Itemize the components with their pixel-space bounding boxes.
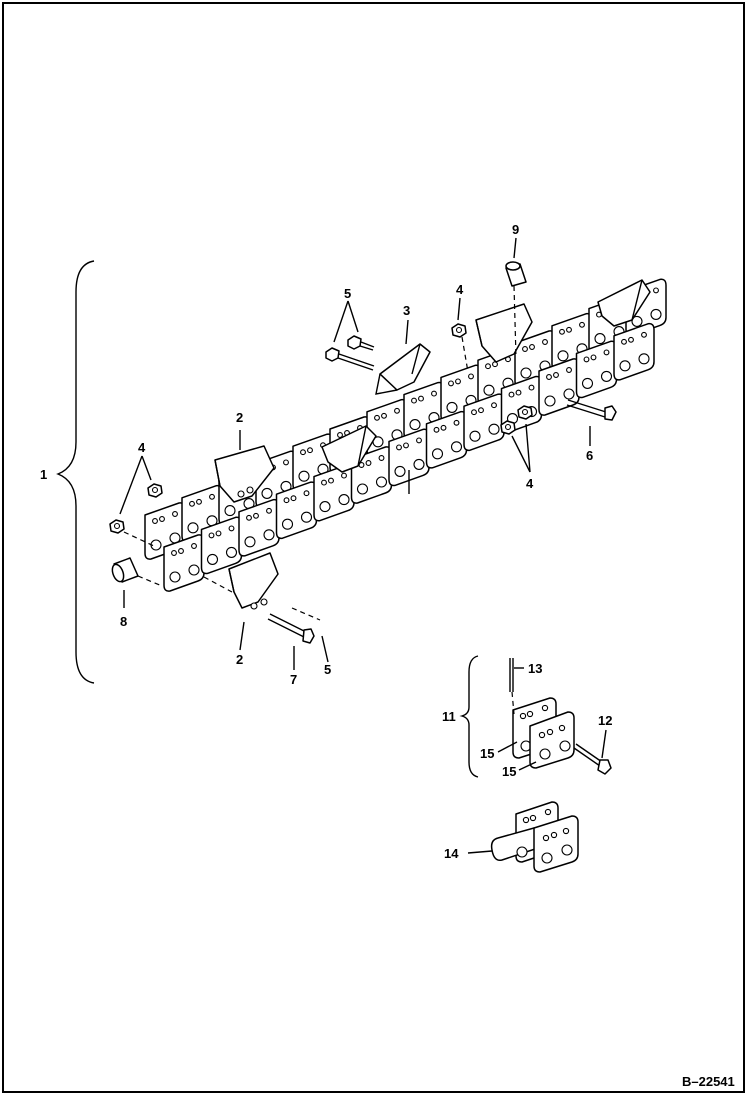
chain-front-plate [163,534,205,592]
callout-3: 3 [403,303,410,318]
chain-front-plate [538,358,580,416]
bolt-6 [566,399,617,421]
chain-front-plate [200,516,243,575]
chain-front-plate [313,463,355,522]
chain-front-row [163,322,655,592]
bolt-5-a [325,347,375,371]
callout-4-left: 4 [138,440,146,455]
callout-4-right: 4 [526,476,534,491]
callout-11: 11 [442,709,456,724]
chain-front-plate [500,375,543,434]
callout-4-top: 4 [456,282,464,297]
callout-12: 12 [598,713,612,728]
callout-9: 9 [512,222,519,237]
nut-4-e [500,420,516,435]
callout-1: 1 [40,467,47,482]
chain-front-plate [388,428,430,487]
bushing-8 [111,557,139,583]
chain-front-plate [275,481,318,540]
chain-back-row [144,278,667,560]
assembly-brace [56,260,95,684]
tooth-lower-2 [228,552,279,610]
nut-4-d [517,405,533,420]
connector-link-11 [509,658,612,775]
callout-5-lower: 5 [324,662,331,677]
reference-number: B–22541 [682,1074,735,1089]
callout-6: 6 [586,448,593,463]
callout-15-a: 15 [480,746,494,761]
bolt-7 [267,613,315,644]
tooth-right-upper [475,303,533,363]
callout-2-lower: 2 [236,652,243,667]
nut-4-c [451,323,467,338]
bolt-5-b [347,335,375,351]
chain-front-plate [425,410,468,469]
chain-front-plate [238,498,280,557]
tooth-3 [375,343,431,395]
callout-2-upper: 2 [236,410,243,425]
chain-front-plate [463,393,505,452]
tooth-far-right [597,279,651,327]
inset-brace [459,655,479,778]
chain-front-plate [575,340,618,399]
callout-15-b: 15 [502,764,516,779]
callout-13: 13 [528,661,542,676]
master-link-14 [490,801,579,873]
callout-7: 7 [290,672,297,687]
parts-diagram: 1 2 2 3 4 4 4 5 5 6 7 8 9 11 12 13 14 15… [40,222,735,1089]
chain-front-plate [613,322,655,381]
bushing-9 [505,261,527,287]
callout-8: 8 [120,614,127,629]
nut-4-b [109,519,125,534]
tooth-center [321,425,377,473]
callout-5-top: 5 [344,286,351,301]
tooth-left-upper [214,445,275,503]
nut-4-a [147,483,163,498]
callout-14: 14 [444,846,459,861]
